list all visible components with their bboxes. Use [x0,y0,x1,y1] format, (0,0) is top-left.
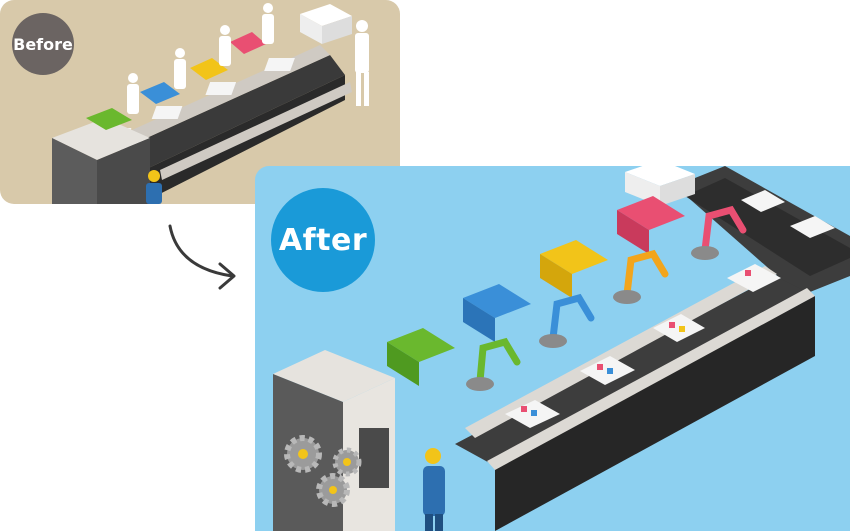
before-part-trays [86,32,266,130]
product-box [653,314,705,342]
after-badge: After [271,188,375,292]
robot-arm-icon [476,205,747,385]
product-box [505,400,560,428]
after-upper-conveyor [675,166,850,296]
after-panel [255,166,850,531]
after-main-conveyor [455,264,815,531]
before-factory-illustration [52,3,369,204]
before-badge: Before [12,13,74,75]
gear-icon [284,435,362,507]
worker-icon [146,170,162,204]
product-box [580,356,635,385]
after-part-trays [387,196,685,386]
before-panel: Before [0,0,400,204]
paper-stack [625,166,695,206]
robot-arm-bases [466,246,719,391]
after-factory-illustration [273,166,850,531]
before-machine [52,118,150,204]
worker-icon [127,3,369,114]
worker-icon [423,448,445,531]
paper-stack [300,4,352,44]
before-conveyor [98,45,352,204]
product-box [727,264,781,292]
